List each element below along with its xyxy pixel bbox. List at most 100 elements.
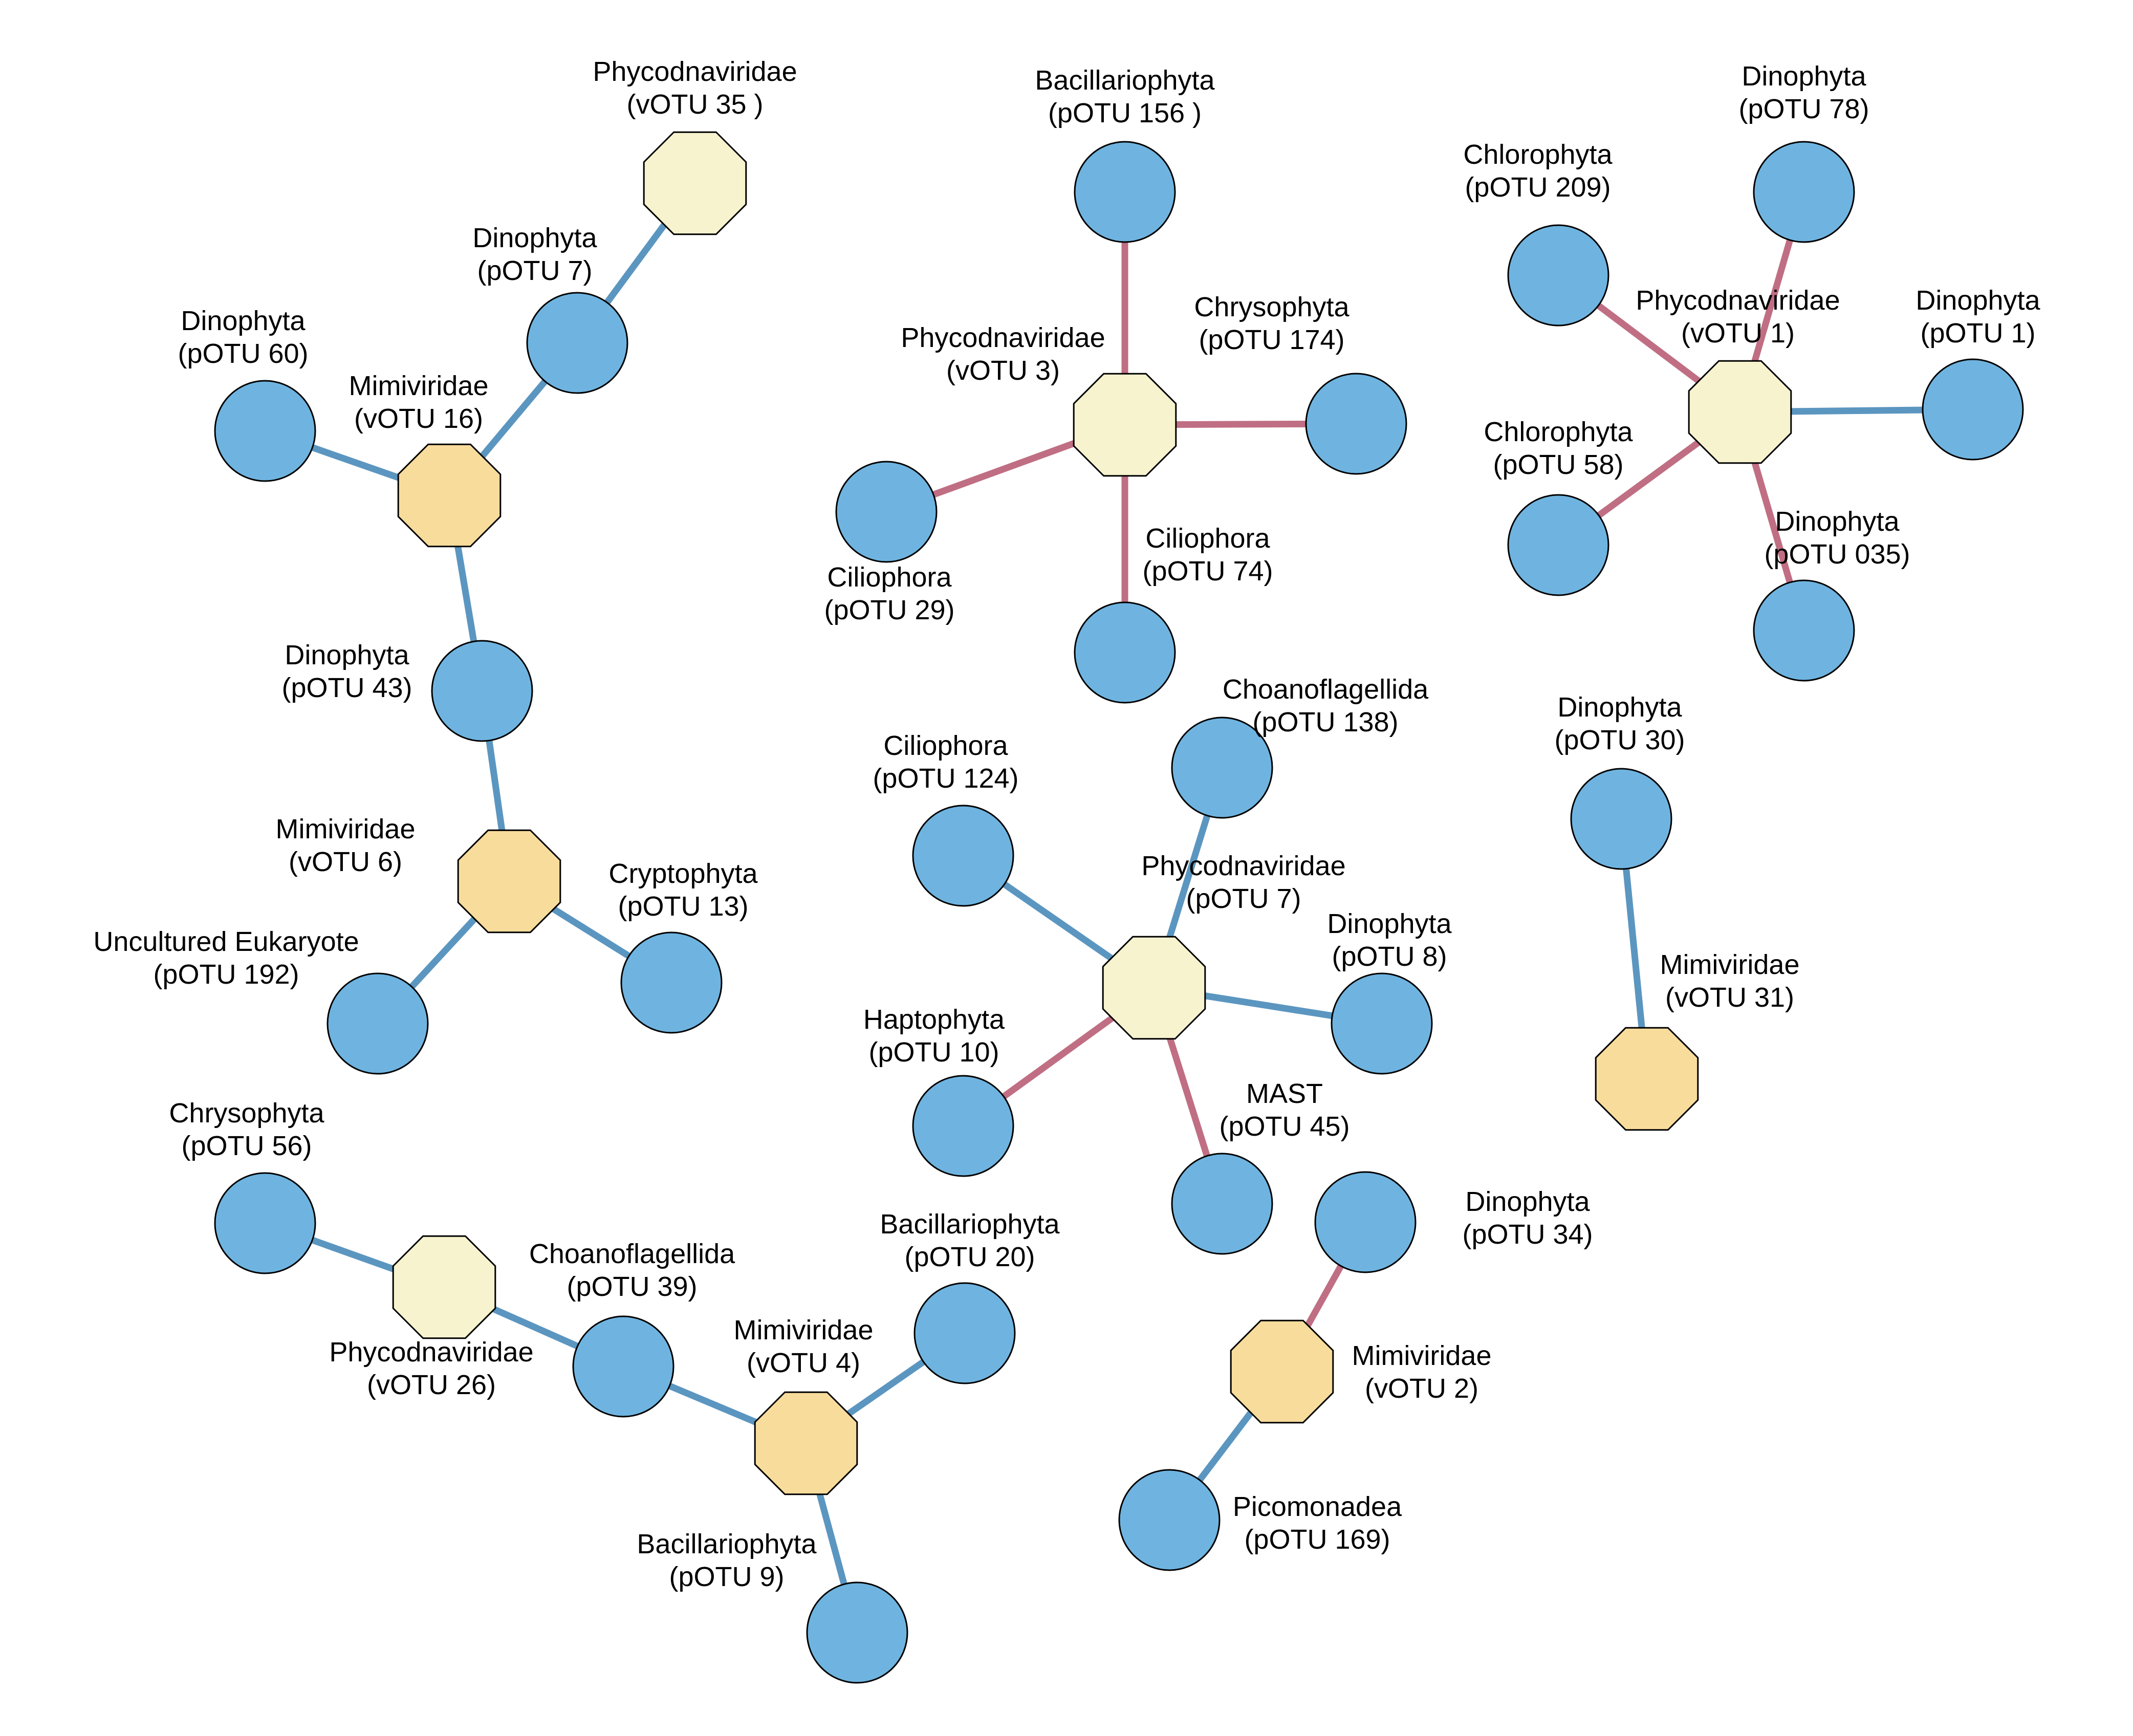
node-label-name-p45: MAST bbox=[1246, 1078, 1323, 1109]
node-label-name-v16: Mimiviridae bbox=[349, 371, 488, 401]
node-label-name-v26: Phycodnaviridae bbox=[329, 1337, 533, 1368]
node-label-otu-p29: (pOTU 29) bbox=[824, 595, 954, 625]
node-label-otu-v35: (vOTU 35 ) bbox=[626, 89, 763, 120]
node-layer bbox=[214, 131, 2024, 1684]
node-label-name-v6: Mimiviridae bbox=[275, 814, 415, 844]
protist-node-p174 bbox=[1305, 373, 1407, 475]
node-label-otu-p1: (pOTU 1) bbox=[1920, 318, 2035, 349]
protist-node-p60 bbox=[214, 380, 316, 482]
node-label-otu-p192: (pOTU 192) bbox=[153, 959, 299, 990]
node-label-otu-v31: (vOTU 31) bbox=[1665, 982, 1794, 1013]
node-label-name-v3: Phycodnaviridae bbox=[901, 322, 1105, 353]
virus-node-v4 bbox=[754, 1391, 858, 1495]
node-label-otu-v2: (vOTU 2) bbox=[1365, 1373, 1478, 1404]
protist-node-p124 bbox=[912, 805, 1014, 907]
protist-node-p34 bbox=[1314, 1171, 1417, 1273]
node-label-otu-p7a: (pOTU 7) bbox=[477, 255, 592, 286]
node-label-name-p29: Ciliophora bbox=[827, 562, 952, 593]
node-label-name-p209: Chlorophyta bbox=[1463, 139, 1613, 170]
virus-node-v3 bbox=[1073, 373, 1177, 477]
protist-node-p39 bbox=[572, 1315, 674, 1418]
node-label-name-p74: Ciliophora bbox=[1145, 523, 1270, 554]
node-label-otu-p9: (pOTU 9) bbox=[669, 1561, 784, 1592]
virus-node-v16 bbox=[397, 443, 502, 548]
protist-node-p7a bbox=[526, 292, 628, 394]
node-label-otu-p58: (pOTU 58) bbox=[1493, 449, 1623, 480]
node-label-name-p7a: Dinophyta bbox=[472, 223, 597, 253]
node-label-otu-p45: (pOTU 45) bbox=[1219, 1111, 1350, 1142]
node-label-name-p56: Chrysophyta bbox=[169, 1098, 324, 1129]
node-label-otu-p39: (pOTU 39) bbox=[567, 1271, 697, 1302]
node-label-otu-v4: (vOTU 4) bbox=[747, 1348, 860, 1378]
node-label-name-p8: Dinophyta bbox=[1327, 908, 1452, 939]
protist-node-p74 bbox=[1074, 601, 1176, 704]
node-label-name-v7: Phycodnaviridae bbox=[1141, 851, 1345, 881]
node-label-name-p13: Cryptophyta bbox=[608, 858, 758, 889]
node-label-name-p035: Dinophyta bbox=[1775, 506, 1900, 537]
protist-node-p192 bbox=[327, 972, 429, 1075]
node-label-name-p9: Bacillariophyta bbox=[637, 1529, 817, 1559]
node-label-otu-p169: (pOTU 169) bbox=[1244, 1524, 1390, 1555]
node-label-otu-v6: (vOTU 6) bbox=[289, 847, 402, 877]
virus-node-v2 bbox=[1230, 1319, 1334, 1424]
protist-node-p20 bbox=[913, 1282, 1016, 1384]
node-label-name-p169: Picomonadea bbox=[1233, 1491, 1402, 1522]
node-label-name-p78: Dinophyta bbox=[1742, 61, 1866, 92]
protist-node-p10 bbox=[912, 1075, 1014, 1177]
protist-node-p13 bbox=[620, 931, 723, 1034]
node-label-otu-p035: (pOTU 035) bbox=[1764, 539, 1910, 570]
node-label-otu-p209: (pOTU 209) bbox=[1465, 172, 1610, 203]
virus-node-v26 bbox=[392, 1235, 496, 1339]
virus-node-v1 bbox=[1688, 360, 1792, 464]
protist-node-p58 bbox=[1507, 494, 1609, 596]
node-label-otu-p174: (pOTU 174) bbox=[1199, 324, 1344, 355]
node-label-name-p43: Dinophyta bbox=[285, 640, 409, 670]
protist-node-p56 bbox=[214, 1172, 316, 1274]
protist-node-p78 bbox=[1753, 141, 1855, 243]
node-label-otu-p78: (pOTU 78) bbox=[1738, 94, 1869, 124]
virus-node-v31 bbox=[1595, 1027, 1699, 1131]
protist-node-p45 bbox=[1171, 1153, 1273, 1255]
node-label-otu-p124: (pOTU 124) bbox=[873, 763, 1018, 794]
protist-node-p29 bbox=[835, 461, 938, 563]
node-label-otu-v26: (vOTU 26) bbox=[367, 1370, 496, 1400]
node-label-otu-p34: (pOTU 34) bbox=[1462, 1219, 1593, 1250]
protist-node-p43 bbox=[431, 640, 533, 742]
virus-node-v7 bbox=[1102, 936, 1206, 1040]
protist-node-p8 bbox=[1331, 972, 1433, 1075]
protist-node-p156 bbox=[1074, 141, 1176, 243]
node-label-name-p124: Ciliophora bbox=[883, 730, 1008, 761]
virus-node-v6 bbox=[457, 829, 561, 934]
label-layer: Phycodnaviridae(vOTU 35 )Dinophyta(pOTU … bbox=[93, 56, 2040, 1592]
protist-node-p9 bbox=[806, 1581, 908, 1684]
node-label-otu-p30: (pOTU 30) bbox=[1554, 725, 1685, 755]
node-label-name-v31: Mimiviridae bbox=[1660, 949, 1799, 980]
node-label-name-p20: Bacillariophyta bbox=[880, 1209, 1060, 1240]
node-label-otu-p43: (pOTU 43) bbox=[281, 672, 412, 703]
node-label-name-p138: Choanoflagellida bbox=[1223, 674, 1429, 705]
node-label-name-p10: Haptophyta bbox=[863, 1004, 1005, 1035]
node-label-otu-v1: (vOTU 1) bbox=[1681, 318, 1795, 349]
node-label-name-p60: Dinophyta bbox=[181, 306, 306, 336]
virus-node-v35 bbox=[643, 131, 747, 235]
node-label-name-p34: Dinophyta bbox=[1465, 1186, 1590, 1217]
protist-node-p169 bbox=[1118, 1469, 1221, 1571]
node-label-name-v2: Mimiviridae bbox=[1352, 1340, 1491, 1371]
protist-node-p30 bbox=[1570, 768, 1672, 870]
node-label-name-p156: Bacillariophyta bbox=[1035, 65, 1215, 96]
node-label-otu-p138: (pOTU 138) bbox=[1252, 707, 1398, 737]
node-label-name-p58: Chlorophyta bbox=[1484, 417, 1633, 447]
node-label-otu-v16: (vOTU 16) bbox=[354, 403, 483, 434]
protist-node-p035 bbox=[1753, 579, 1855, 682]
node-label-otu-v7: (pOTU 7) bbox=[1186, 883, 1301, 914]
node-label-name-p30: Dinophyta bbox=[1557, 692, 1682, 723]
node-label-otu-v3: (vOTU 3) bbox=[946, 355, 1060, 386]
protist-node-p138 bbox=[1171, 717, 1273, 819]
node-label-name-p39: Choanoflagellida bbox=[529, 1239, 735, 1269]
node-label-name-v1: Phycodnaviridae bbox=[1636, 285, 1840, 316]
node-label-otu-p10: (pOTU 10) bbox=[868, 1037, 999, 1068]
node-label-name-v4: Mimiviridae bbox=[733, 1315, 873, 1346]
node-label-otu-p74: (pOTU 74) bbox=[1142, 556, 1273, 587]
node-label-name-p174: Chrysophyta bbox=[1194, 292, 1350, 322]
